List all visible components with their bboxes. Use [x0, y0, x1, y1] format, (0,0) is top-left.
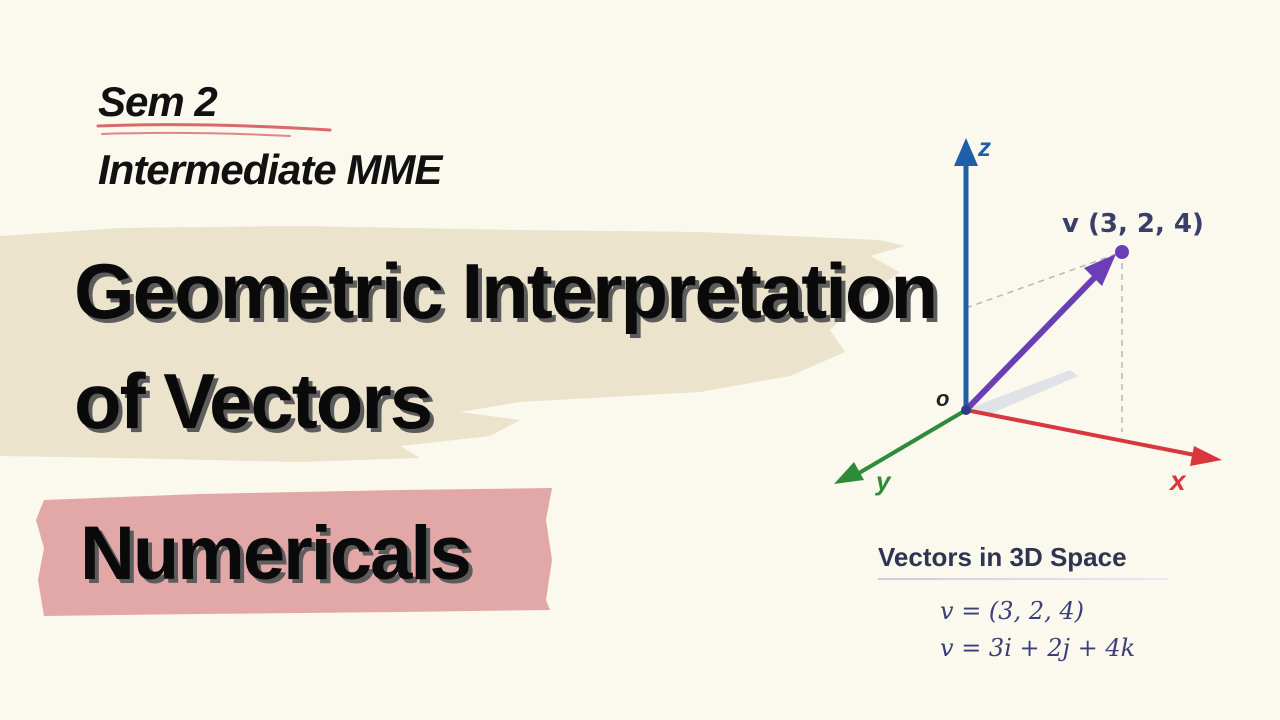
origin-dot	[961, 405, 971, 415]
vector-point-label: v (3, 2, 4)	[1062, 209, 1204, 239]
sem-underline-stroke	[96, 123, 332, 132]
origin-label: o	[936, 386, 949, 411]
vector-equation-components: v = (3, 2, 4)	[940, 597, 1084, 625]
z-axis-label: z	[977, 132, 991, 162]
vector-shadow	[970, 370, 1078, 414]
vector-v-arrowhead	[1084, 254, 1116, 286]
x-axis-label: x	[1168, 465, 1187, 496]
caption-divider	[878, 578, 1168, 580]
projection-line-horizontal	[965, 251, 1123, 309]
course-label: Intermediate MME	[98, 146, 442, 193]
vector-3d-diagram: z o y x v (3, 2, 4)	[834, 132, 1222, 496]
y-axis-arrowhead	[834, 462, 864, 484]
vector-v-endpoint	[1115, 245, 1129, 259]
y-axis-line	[852, 408, 968, 478]
pink-brush-stroke	[36, 488, 552, 616]
beige-brush-stroke	[0, 226, 905, 462]
main-title-line-1: Geometric Interpretation	[74, 247, 938, 335]
caption-title: Vectors in 3D Space	[878, 542, 1127, 572]
x-axis-line	[965, 408, 1201, 458]
numericals-label: Numericals	[80, 511, 472, 596]
z-axis-arrowhead	[954, 138, 978, 166]
main-title-line-2: of Vectors	[74, 357, 433, 445]
x-axis-arrowhead	[1190, 446, 1222, 466]
vector-equation-unit-form: v = 3i + 2j + 4k	[940, 634, 1136, 662]
semester-label: Sem 2	[98, 78, 218, 125]
sem-underline-stroke-2	[101, 131, 291, 137]
vector-v-line	[965, 271, 1101, 411]
y-axis-label: y	[874, 466, 892, 496]
